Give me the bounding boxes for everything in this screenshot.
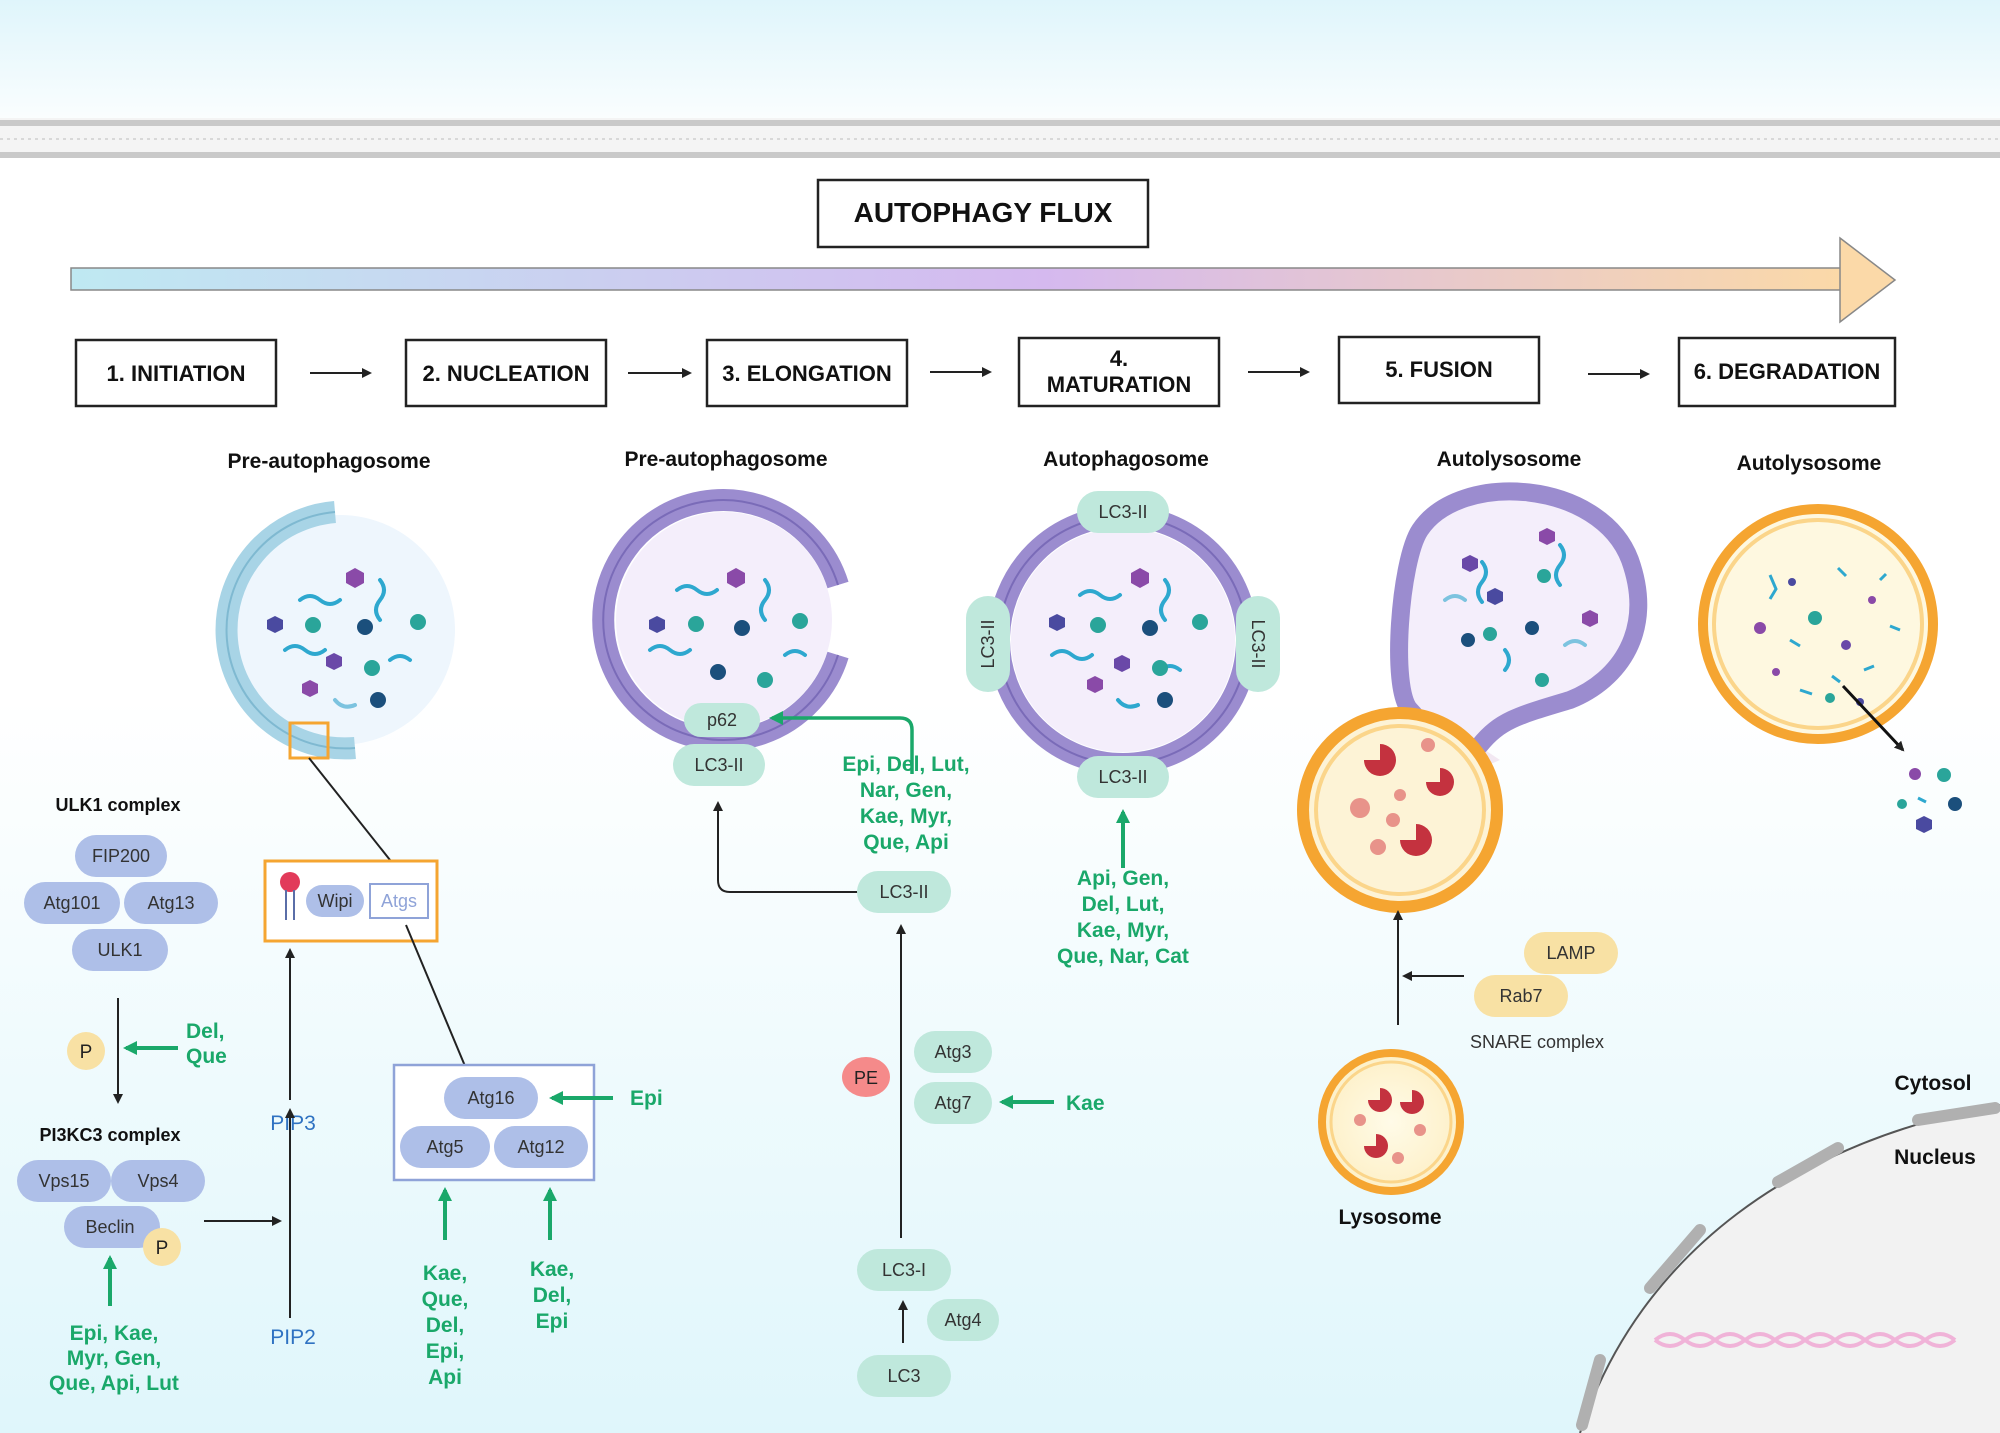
ulk1-label: ULK1 <box>97 940 142 960</box>
pi3kc3-inhibitor-2: Myr, Gen, <box>67 1347 162 1370</box>
atg12-inhibitor-2: Del, <box>533 1284 572 1307</box>
vps4-label: Vps4 <box>137 1171 178 1191</box>
p62-inhibitor-4: Que, Api <box>863 831 949 854</box>
atg5-label: Atg5 <box>426 1137 463 1157</box>
beclin-label: Beclin <box>85 1217 134 1237</box>
atgs-label: Atgs <box>381 891 417 911</box>
snare-label: SNARE complex <box>1470 1032 1604 1052</box>
cytosol-label: Cytosol <box>1894 1072 1971 1095</box>
ulk1-inhibitor-2: Que <box>186 1045 227 1068</box>
stage-maturation: 4. MATURATION <box>1017 336 1221 408</box>
vps15-label: Vps15 <box>38 1171 89 1191</box>
lc3-label: LC3 <box>887 1366 920 1386</box>
atg12-label: Atg12 <box>517 1137 564 1157</box>
lysosome-label: Lysosome <box>1338 1206 1441 1229</box>
maturation-inhibitor-2: Del, Lut, <box>1082 893 1165 916</box>
p-badge: P <box>156 1238 169 1259</box>
atg7-label: Atg7 <box>934 1093 971 1113</box>
vesicle-title-maturation: Autophagosome <box>1043 448 1209 471</box>
lamp-label: LAMP <box>1546 943 1595 963</box>
atg101-label: Atg101 <box>43 893 100 913</box>
atg16-label: Atg16 <box>467 1088 514 1108</box>
maturation-inhibitor-3: Kae, Myr, <box>1077 919 1169 942</box>
nucleus-label: Nucleus <box>1894 1146 1976 1169</box>
stage-label: 1. INITIATION <box>107 361 246 386</box>
stage-label: 5. FUSION <box>1385 357 1493 382</box>
p-badge: P <box>80 1042 93 1063</box>
ulk1-title: ULK1 complex <box>55 795 180 815</box>
lc3-top-label: LC3-II <box>1098 502 1147 522</box>
autophagosome: LC3-II LC3-II LC3-II LC3-II <box>966 491 1280 798</box>
wipi-label: Wipi <box>318 891 353 911</box>
vesicle-title-initiation: Pre-autophagosome <box>227 450 430 473</box>
maturation-inhibitor-4: Que, Nar, Cat <box>1057 945 1189 968</box>
atg16-inhibitor: Epi <box>630 1087 663 1110</box>
p62-inhibitor-1: Epi, Del, Lut, <box>842 753 969 776</box>
atg4-label: Atg4 <box>944 1310 981 1330</box>
stage-degradation: 6. DEGRADATION <box>1677 336 1897 408</box>
pe-label: PE <box>854 1068 878 1088</box>
fip200-label: FIP200 <box>92 846 150 866</box>
atg3-label: Atg3 <box>934 1042 971 1062</box>
stage-label: 6. DEGRADATION <box>1694 359 1881 384</box>
rab7-label: Rab7 <box>1499 986 1542 1006</box>
pre-autophagosome-initiation <box>215 501 455 760</box>
maturation-inhibitor-1: Api, Gen, <box>1077 867 1169 890</box>
autolysosome-fusion <box>1297 482 1648 913</box>
lc3ii-label: LC3-II <box>879 882 928 902</box>
atg12-inhibitor-1: Kae, <box>530 1258 574 1281</box>
atg5-inhibitor-2: Que, <box>422 1288 469 1311</box>
lc3ii-vesicle-label: LC3-II <box>694 755 743 775</box>
wipi-atgs-box: Wipi Atgs <box>263 859 439 943</box>
vesicle-title-elongation: Pre-autophagosome <box>624 448 827 471</box>
pre-autophagosome-elongation: p62 LC3-II <box>592 489 849 786</box>
lysosome: Lysosome <box>1318 1049 1464 1229</box>
lc3-pathway: LC3-II Atg3 Atg7 PE Kae LC3-I Atg4 LC3 <box>713 801 1105 1397</box>
autolysosome-degradation <box>1698 504 1962 833</box>
atg5-inhibitor-3: Del, <box>426 1314 465 1337</box>
atg-complex: Atg16 Atg5 Atg12 Epi Kae, Que, Del, Epi,… <box>392 1063 663 1389</box>
lc3-left-label: LC3-II <box>978 619 998 668</box>
pi3kc3-inhibitor-1: Epi, Kae, <box>70 1322 159 1345</box>
vesicle-title-degradation: Autolysosome <box>1737 452 1882 475</box>
flux-arrow <box>70 236 1897 324</box>
vesicle-title-fusion: Autolysosome <box>1437 448 1582 471</box>
atg13-label: Atg13 <box>147 893 194 913</box>
pi3kc3-complex: PI3KC3 complex Vps15 Vps4 Beclin P Epi, … <box>17 1125 282 1395</box>
pi3kc3-title: PI3KC3 complex <box>39 1125 180 1145</box>
lc3-right-label: LC3-II <box>1248 619 1268 668</box>
stage-label: 3. ELONGATION <box>722 361 892 386</box>
stage-label-2: MATURATION <box>1047 372 1192 397</box>
stage-elongation: 3. ELONGATION <box>705 338 909 408</box>
stage-fusion: 5. FUSION <box>1337 335 1541 405</box>
ulk1-complex: ULK1 complex FIP200 Atg101 Atg13 ULK1 P … <box>24 795 227 1104</box>
nucleus: Cytosol Nucleus <box>1576 1072 2000 1433</box>
atg5-inhibitor-4: Epi, <box>426 1340 465 1363</box>
p62-label: p62 <box>707 710 737 730</box>
atg5-inhibitor-1: Kae, <box>423 1262 467 1285</box>
stage-label: 4. <box>1110 346 1128 371</box>
pip2-label: PIP2 <box>270 1326 316 1349</box>
ulk1-inhibitor-1: Del, <box>186 1020 225 1043</box>
atg12-inhibitor-3: Epi <box>536 1310 569 1333</box>
p62-inhibitor-3: Kae, Myr, <box>860 805 952 828</box>
stage-initiation: 1. INITIATION <box>74 338 278 408</box>
p62-inhibitor-2: Nar, Gen, <box>860 779 952 802</box>
title-box: AUTOPHAGY FLUX <box>816 178 1150 249</box>
stage-label: 2. NUCLEATION <box>422 361 589 386</box>
title-text: AUTOPHAGY FLUX <box>854 197 1113 228</box>
pip3-label: PIP3 <box>270 1112 316 1135</box>
atg7-inhibitor: Kae <box>1066 1092 1105 1115</box>
stage-nucleation: 2. NUCLEATION <box>404 338 608 408</box>
membrane-strip <box>0 118 2000 158</box>
pi3kc3-inhibitor-3: Que, Api, Lut <box>49 1372 179 1395</box>
atg5-inhibitor-5: Api <box>428 1366 462 1389</box>
lc3-bottom-label: LC3-II <box>1098 767 1147 787</box>
lc3i-label: LC3-I <box>882 1260 926 1280</box>
